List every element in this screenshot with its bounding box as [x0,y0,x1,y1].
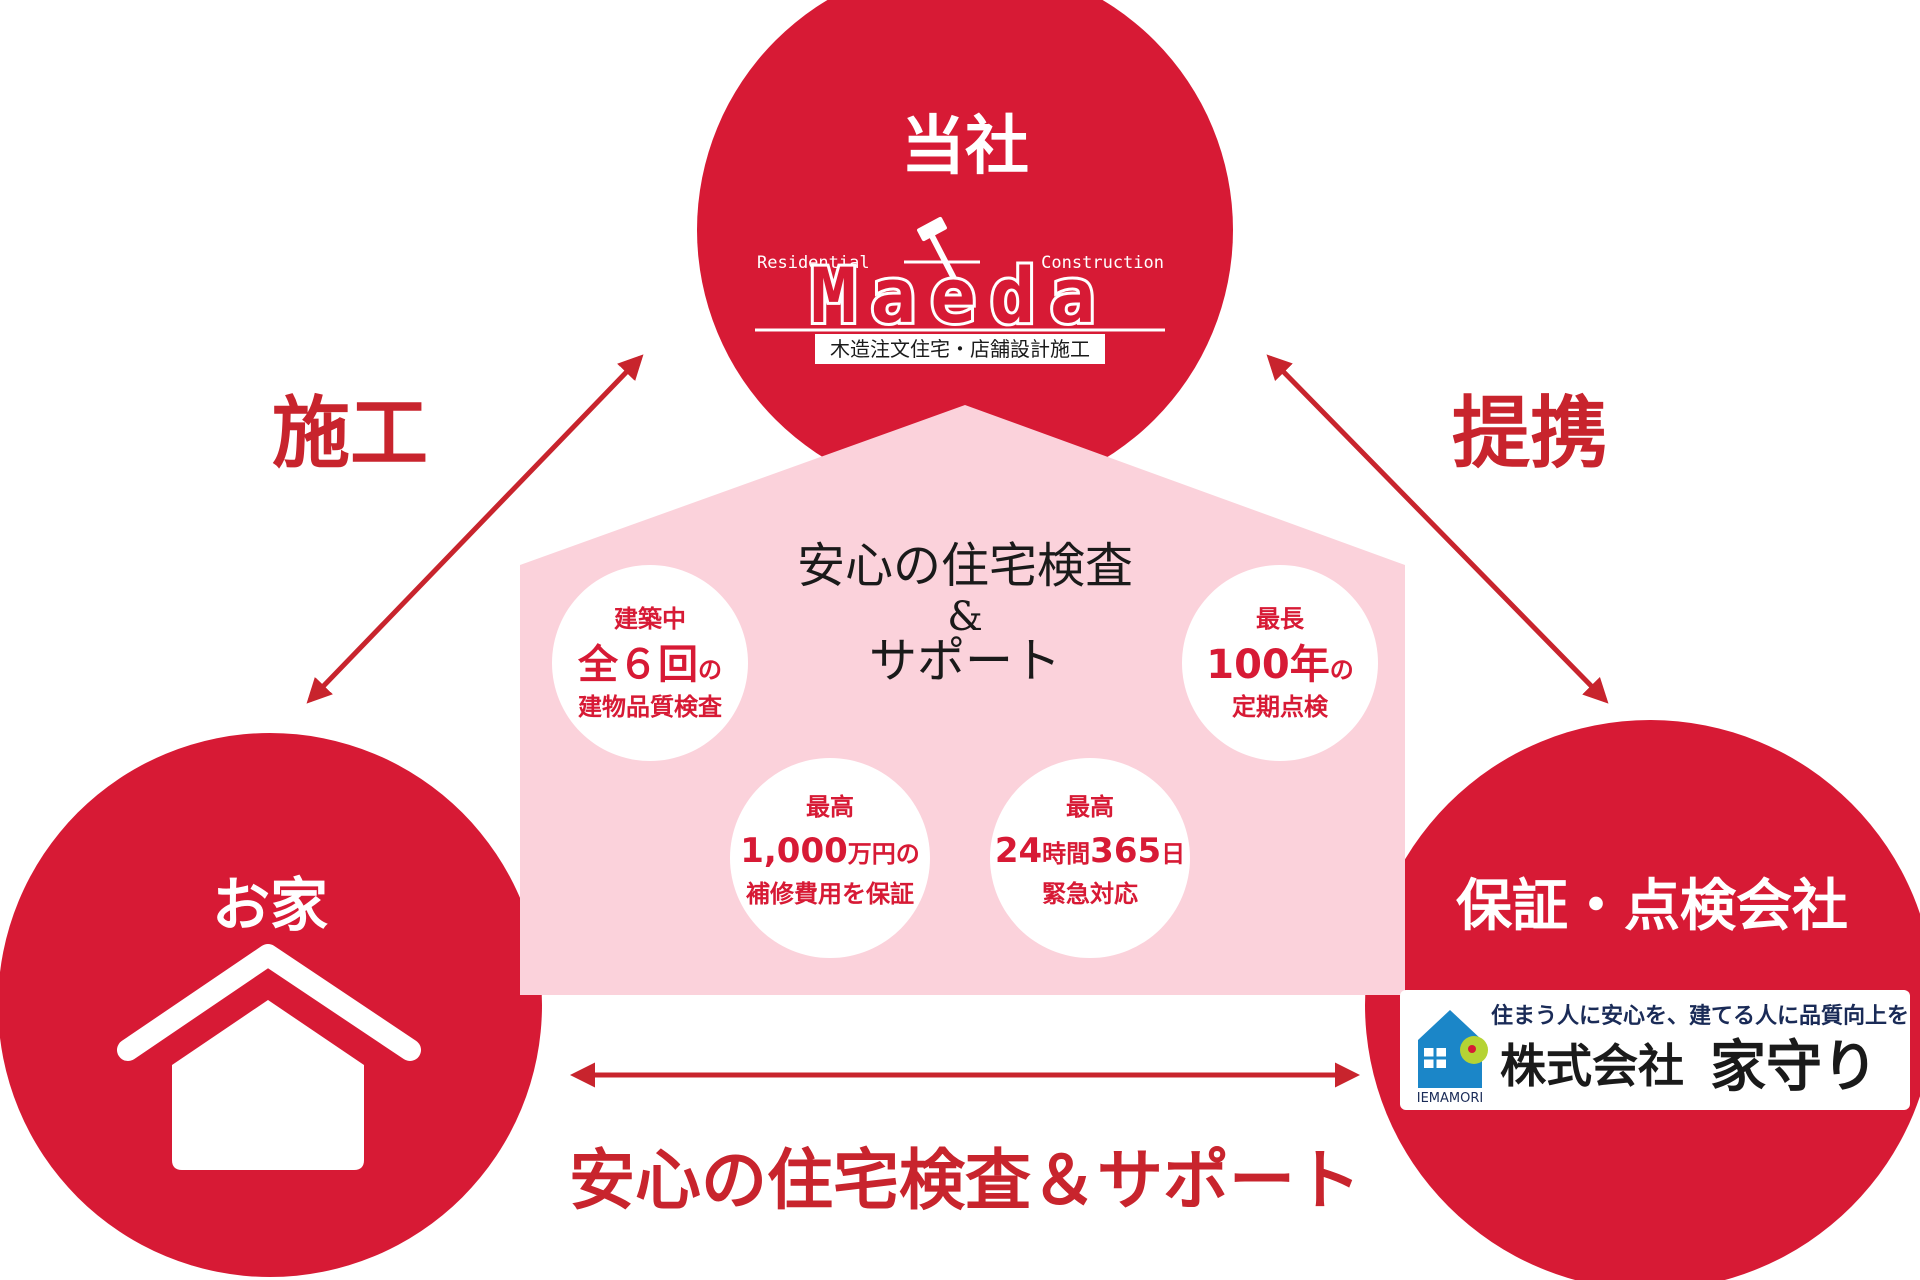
house-icon [117,944,421,1170]
feature-line2: 1,000万円の [740,831,920,871]
maeda-logo: Residential Construction Residential Con… [754,216,1165,364]
feature-line3: 補修費用を保証 [745,880,914,908]
center-title: 安心の住宅検査 [797,538,1133,594]
iemamori-house-icon [1418,1010,1488,1088]
feature-highlight: 24 [995,831,1042,871]
feature-line1: 建築中 [614,605,686,633]
logo-residential: Residential [757,253,870,273]
hammer-icon [917,216,963,293]
home-title: お家 [212,871,328,939]
arrow-company-home [306,354,644,704]
logo-company-name: 家守り [1710,1035,1878,1100]
feature-line3: 建物品質検査 [578,693,722,721]
iemamori-logo: IEMAMORI 住まう人に安心を、建てる人に品質向上を 株式会社 家守り [1400,990,1910,1110]
logo-tagline-box [815,334,1105,364]
arrow-company-guarantor [1266,354,1609,704]
feature-highlight: 全６回 [577,642,698,688]
feature-suffix: 時間 [1042,840,1090,868]
feature-line1: 最高 [806,793,854,821]
company-title: 当社 [901,110,1029,184]
feature-emergency-response: 最高 24時間365日 緊急対応 [990,758,1190,958]
feature-repair-guarantee: 最高 1,000万円の 補修費用を保証 [730,758,930,958]
feature-line2: 全６回の [577,642,722,688]
logo-tagline: 住まう人に安心を、建てる人に品質向上を [1491,1003,1909,1029]
relation-left-label: 施工 [272,389,428,479]
feature-line1: 最長 [1256,605,1305,633]
logo-label-bg [980,251,1165,273]
logo-label-bg [754,251,904,273]
feature-suffix: 万円の [848,840,920,868]
logo-box [1400,990,1910,1110]
center-amp: & [947,594,983,640]
feature-periodic-checks: 最長 100年の 定期点検 [1182,565,1378,761]
center-subtitle: サポート [869,633,1061,689]
feature-line2: 24時間365日 [995,831,1185,871]
feature-suffix: の [1330,656,1354,684]
feature-line3: 定期点検 [1232,693,1329,721]
relation-bottom-label: 安心の住宅検査＆サポート [569,1142,1361,1219]
company-circle [697,0,1233,498]
feature-line2: 100年の [1206,642,1354,688]
feature-line1: 最高 [1066,793,1114,821]
feature-suffix: の [698,656,722,684]
logo-company-prefix: 株式会社 [1500,1039,1684,1093]
feature-highlight: 365 [1090,831,1161,871]
feature-inspections: 建築中 全６回の 建物品質検査 [552,565,748,761]
logo-construction: Construction [1041,253,1164,273]
feature-suffix: 日 [1161,840,1185,868]
logo-romaji: IEMAMORI [1417,1091,1483,1106]
feature-line3: 緊急対応 [1042,880,1138,908]
relation-right-label: 提携 [1452,389,1608,479]
logo-wordmark: Maeda [811,251,1110,340]
logo-tagline: 木造注文住宅・店舗設計施工 [830,337,1090,361]
guarantor-title: 保証・点検会社 [1456,874,1848,939]
feature-highlight: 1,000 [740,831,848,871]
feature-highlight: 100年 [1206,642,1330,688]
